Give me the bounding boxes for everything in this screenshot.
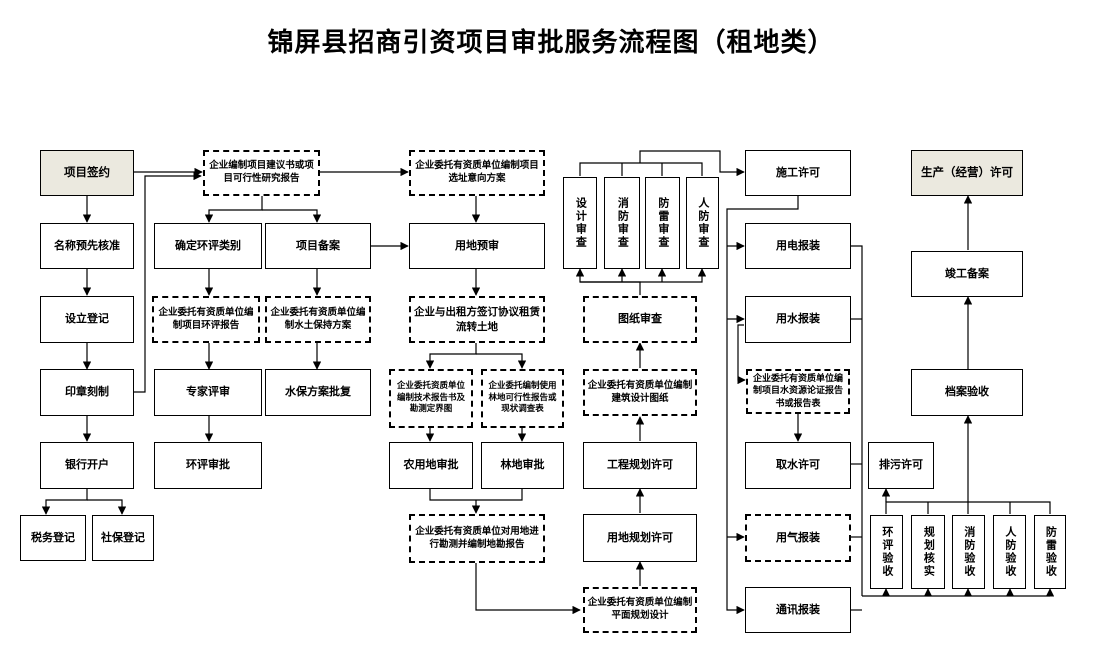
node-bank-account: 银行开户 [40,442,134,489]
node-gas-application: 用气报装 [745,514,851,562]
node-water-application: 用水报装 [745,296,851,343]
node-seal-engraving: 印章刻制 [40,369,134,416]
node-fire-review: 消防审查 [604,177,640,269]
node-establishment-registration: 设立登记 [40,296,134,343]
node-production-permit: 生产（经营）许可 [911,150,1023,196]
node-geological-survey-report: 企业委托有资质单位对用地进行勘测并编制地勘报告 [409,514,545,563]
node-civil-defense-review: 人防审查 [686,177,719,269]
node-eia-report: 企业委托有资质单位编制项目环评报告 [152,296,260,343]
node-project-filing: 项目备案 [265,223,371,269]
node-fire-acceptance: 消防验收 [952,515,985,589]
node-telecom-application: 通讯报装 [745,587,851,633]
node-civil-defense-acceptance: 人防验收 [993,515,1026,589]
node-technical-report: 企业委托资质单位编制技术报告书及勘测定界图 [389,369,473,428]
node-archive-acceptance: 档案验收 [911,369,1023,416]
node-soil-conservation-plan: 企业委托有资质单位编制水土保持方案 [265,296,371,343]
node-tax-registration: 税务登记 [20,515,86,561]
node-social-security-registration: 社保登记 [92,515,154,561]
node-architectural-design: 企业委托有资质单位编制建筑设计图纸 [583,369,697,416]
node-forest-land-report: 企业委托编制使用林地可行性报告或现状调查表 [481,369,564,428]
node-sewage-permit: 排污许可 [868,442,934,489]
node-land-pre-review: 用地预审 [409,223,545,269]
node-water-intake-permit: 取水许可 [745,442,851,489]
node-electricity-application: 用电报装 [745,223,851,269]
node-soil-plan-approval: 水保方案批复 [265,369,371,416]
node-name-pre-approval: 名称预先核准 [40,223,134,269]
node-project-signing: 项目签约 [40,150,134,196]
node-lightning-acceptance: 防雷验收 [1034,515,1066,589]
node-water-resource-report: 企业委托有资质单位编制项目水资源论证报告书或报告表 [746,369,850,414]
node-drawing-review: 图纸审查 [583,296,697,343]
node-construction-permit: 施工许可 [745,150,851,196]
node-site-selection-plan: 企业委托有资质单位编制项目选址意向方案 [409,150,545,196]
node-completion-filing: 竣工备案 [911,251,1023,297]
node-agricultural-land-approval: 农用地审批 [389,442,473,489]
node-project-proposal: 企业编制项目建议书或项目可行性研究报告 [203,150,320,196]
node-planning-verification: 规划核实 [911,515,945,589]
node-eia-acceptance: 环评验收 [870,515,903,589]
node-eia-approval: 环评审批 [154,442,262,489]
node-land-lease-agreement: 企业与出租方签订协议租赁流转土地 [409,296,545,343]
node-eia-category: 确定环评类别 [154,223,262,269]
node-expert-review: 专家评审 [154,369,262,416]
node-site-plan-design: 企业委托有资质单位编制平面规划设计 [583,587,697,633]
node-land-planning-permit: 用地规划许可 [583,514,697,562]
node-engineering-planning-permit: 工程规划许可 [583,442,697,489]
node-design-review: 设计审查 [563,177,597,269]
node-forest-land-approval: 林地审批 [481,442,564,489]
page-title: 锦屏县招商引资项目审批服务流程图（租地类） [267,28,835,58]
node-lightning-review: 防雷审查 [645,177,680,269]
